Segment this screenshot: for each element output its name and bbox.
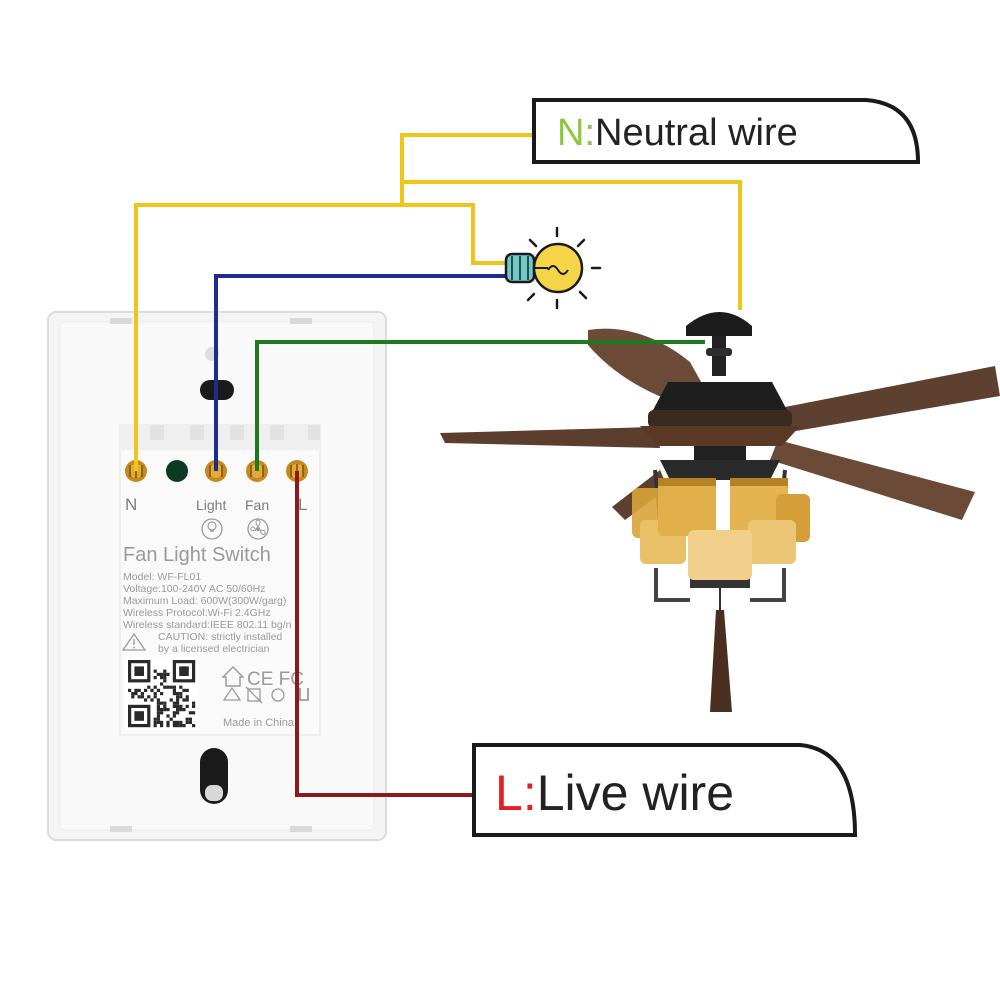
mount-clip bbox=[110, 318, 132, 324]
terminal-blank bbox=[166, 460, 188, 482]
neutral-label-text: Neutral wire bbox=[595, 112, 798, 154]
spec-line: Model: WF-FL01 bbox=[123, 571, 201, 583]
fan-blade bbox=[770, 440, 975, 520]
lamp-shades bbox=[632, 478, 810, 580]
svg-text:L:Live wire: L:Live wire bbox=[495, 765, 734, 821]
fan-canopy bbox=[686, 312, 752, 336]
svg-text:N:Neutral wire: N:Neutral wire bbox=[557, 112, 798, 154]
live-wire bbox=[295, 471, 474, 797]
ceiling-fan bbox=[440, 312, 1000, 712]
neutral-wire-to-bulb bbox=[402, 203, 508, 265]
made-in-label: Made in China bbox=[223, 717, 295, 729]
live-label-text: Live wire bbox=[537, 765, 734, 821]
live-letter: L bbox=[495, 765, 523, 821]
neutral-letter: N bbox=[557, 112, 584, 154]
caution-line: by a licensed electrician bbox=[158, 643, 270, 655]
switch-title: Fan Light Switch bbox=[123, 544, 271, 566]
spec-line: Wireless Protocol:Wi-Fi 2.4GHz bbox=[123, 607, 271, 619]
fan-blade bbox=[440, 427, 660, 448]
terminal-label-l: L bbox=[298, 495, 307, 514]
fan-wire bbox=[255, 340, 705, 471]
live-wire-label: L:Live wire bbox=[472, 743, 858, 837]
mount-clip bbox=[290, 318, 312, 324]
qr-code bbox=[125, 657, 199, 731]
spec-line: Wireless standard:IEEE 802.11 bg/n bbox=[123, 619, 292, 631]
caution-line: CAUTION: strictly installed bbox=[158, 631, 282, 643]
home-icon bbox=[221, 666, 245, 687]
mount-clip bbox=[290, 826, 312, 832]
live-separator: : bbox=[523, 765, 537, 821]
neutral-wire-to-fan bbox=[402, 180, 742, 310]
bulb-rays bbox=[526, 226, 602, 310]
light-bulb-icon bbox=[504, 226, 602, 310]
fan-blade bbox=[780, 366, 1000, 432]
fan-motor bbox=[652, 382, 788, 412]
terminal-label-fan: Fan bbox=[245, 497, 269, 513]
fan-icon bbox=[247, 518, 269, 540]
light-wire bbox=[214, 274, 508, 471]
neutral-separator: : bbox=[584, 112, 595, 154]
spec-line: Voltage:100-240V AC 50/60Hz bbox=[123, 583, 265, 595]
warning-icon bbox=[121, 632, 147, 651]
mount-clip bbox=[110, 826, 132, 832]
compliance-icons bbox=[222, 686, 309, 704]
terminal-label-light: Light bbox=[196, 497, 226, 513]
spec-line: Maximum Load: 600W(300W/garg) bbox=[123, 595, 286, 607]
pull-chain-tassel bbox=[710, 610, 732, 712]
certification-marks: CE FC bbox=[247, 669, 304, 690]
light-bulb-icon bbox=[201, 518, 223, 540]
neutral-wire-label: N:Neutral wire bbox=[532, 98, 921, 164]
wires bbox=[134, 133, 742, 797]
terminal-label-n: N bbox=[125, 495, 137, 514]
